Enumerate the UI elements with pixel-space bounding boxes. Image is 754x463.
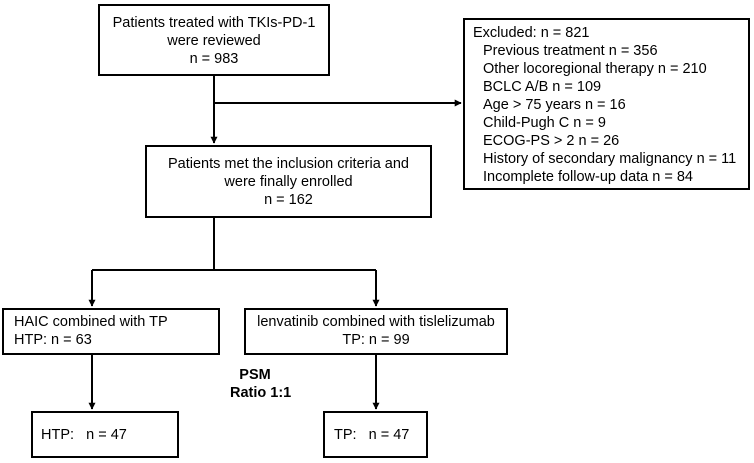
htp-matched-box: HTP: n = 47 <box>31 411 179 458</box>
excluded-item: Incomplete follow-up data n = 84 <box>483 169 693 185</box>
psm-title: PSM <box>239 367 271 383</box>
tp-group-title: lenvatinib combined with tislelizumab <box>257 314 495 330</box>
enrolled-line-2: were finally enrolled <box>224 174 353 190</box>
psm-label: PSM Ratio 1:1 <box>230 366 292 402</box>
tp-matched-box: TP: n = 47 <box>323 411 428 458</box>
enrolled-patients-box: Patients met the inclusion criteria and … <box>145 145 432 218</box>
htp-group-box: HAIC combined with TP HTP: n = 63 <box>2 308 220 355</box>
excluded-box: Excluded: n = 821 Previous treatment n =… <box>463 18 750 190</box>
htp-group-title: HAIC combined with TP <box>14 314 168 330</box>
tp-matched-count: TP: n = 47 <box>334 427 410 443</box>
excluded-item: Other locoregional therapy n = 210 <box>483 61 707 77</box>
excluded-item: Age > 75 years n = 16 <box>483 97 626 113</box>
reviewed-count: n = 983 <box>189 51 239 67</box>
htp-matched-count: HTP: n = 47 <box>41 427 127 443</box>
tp-group-count: TP: n = 99 <box>342 332 410 348</box>
excluded-item: BCLC A/B n = 109 <box>483 79 602 95</box>
excluded-item: History of secondary malignancy n = 11 <box>483 151 737 167</box>
enrolled-line-1: Patients met the inclusion criteria and <box>168 156 409 172</box>
htp-group-count: HTP: n = 63 <box>14 332 92 348</box>
reviewed-patients-box: Patients treated with TKIs-PD-1 were rev… <box>98 4 330 76</box>
psm-ratio: Ratio 1:1 <box>230 385 292 401</box>
excluded-item: Child-Pugh C n = 9 <box>483 115 606 131</box>
excluded-item: Previous treatment n = 356 <box>483 43 658 59</box>
enrolled-count: n = 162 <box>264 192 313 208</box>
excluded-title: Excluded: n = 821 <box>473 25 590 41</box>
excluded-item: ECOG-PS > 2 n = 26 <box>483 133 620 149</box>
reviewed-line-2: were reviewed <box>167 33 261 49</box>
tp-group-box: lenvatinib combined with tislelizumab TP… <box>244 308 508 355</box>
reviewed-line-1: Patients treated with TKIs-PD-1 <box>112 15 316 31</box>
